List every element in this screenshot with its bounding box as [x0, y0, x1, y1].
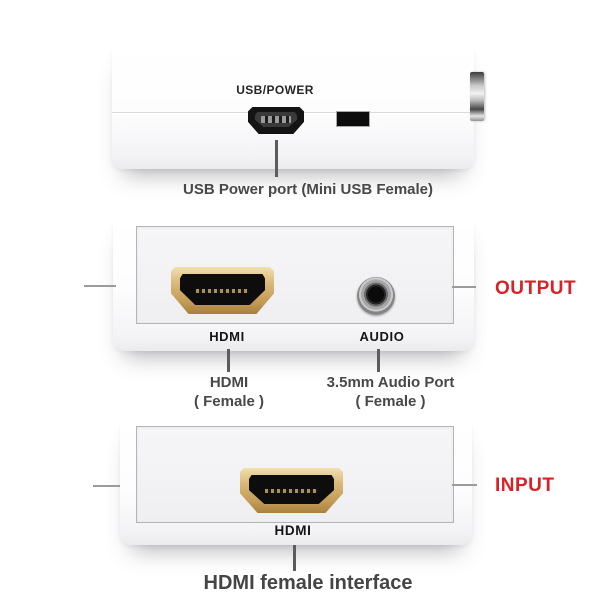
callout-line-hdmi-output [227, 349, 230, 372]
device-output-view: HDMI AUDIO [113, 215, 474, 351]
tick-line-output-left [84, 285, 116, 287]
recessed-panel-output [136, 226, 454, 324]
hdmi-pin-row [195, 288, 250, 293]
tick-line-input-left [93, 485, 120, 487]
input-direction-label: INPUT [495, 475, 555, 496]
vent-slot-icon [337, 112, 369, 126]
mini-usb-port-icon [248, 107, 304, 134]
side-connector-icon [470, 72, 484, 121]
hdmi-output-callout-line1: HDMI [209, 374, 249, 391]
device-top-view: USB/POWER [112, 43, 484, 169]
hdmi-input-callout-label: HDMI female interface [203, 572, 413, 594]
audio-callout-line2: ( Female ) [355, 393, 426, 410]
audio-callout-line1: 3.5mm Audio Port [326, 374, 455, 391]
tick-line-input-right [452, 484, 477, 486]
audio-jack-icon [357, 277, 395, 315]
audio-callout-label: 3.5mm Audio Port ( Female ) [288, 373, 493, 411]
hdmi-pin-row [264, 488, 319, 493]
hdmi-printed-label-output: HDMI [209, 329, 245, 344]
recessed-panel-input [136, 426, 454, 523]
usb-power-printed-label: USB/POWER [236, 83, 314, 97]
callout-line-hdmi-input [293, 545, 296, 571]
callout-line-audio [377, 349, 380, 372]
callout-line-usb-power [275, 140, 278, 177]
hdmi-output-port-icon [171, 267, 274, 314]
device-input-view: HDMI [120, 417, 472, 545]
hdmi-output-callout-line2: ( Female ) [193, 393, 265, 410]
output-direction-label: OUTPUT [495, 278, 577, 299]
audio-printed-label: AUDIO [359, 329, 405, 344]
usb-power-callout-label: USB Power port (Mini USB Female) [182, 181, 434, 198]
mini-usb-pins [261, 116, 291, 123]
hdmi-printed-label-input: HDMI [274, 523, 312, 538]
hdmi-output-callout-label: HDMI ( Female ) [153, 373, 305, 411]
hdmi-input-port-icon [240, 468, 343, 513]
tick-line-output-right [452, 286, 476, 288]
